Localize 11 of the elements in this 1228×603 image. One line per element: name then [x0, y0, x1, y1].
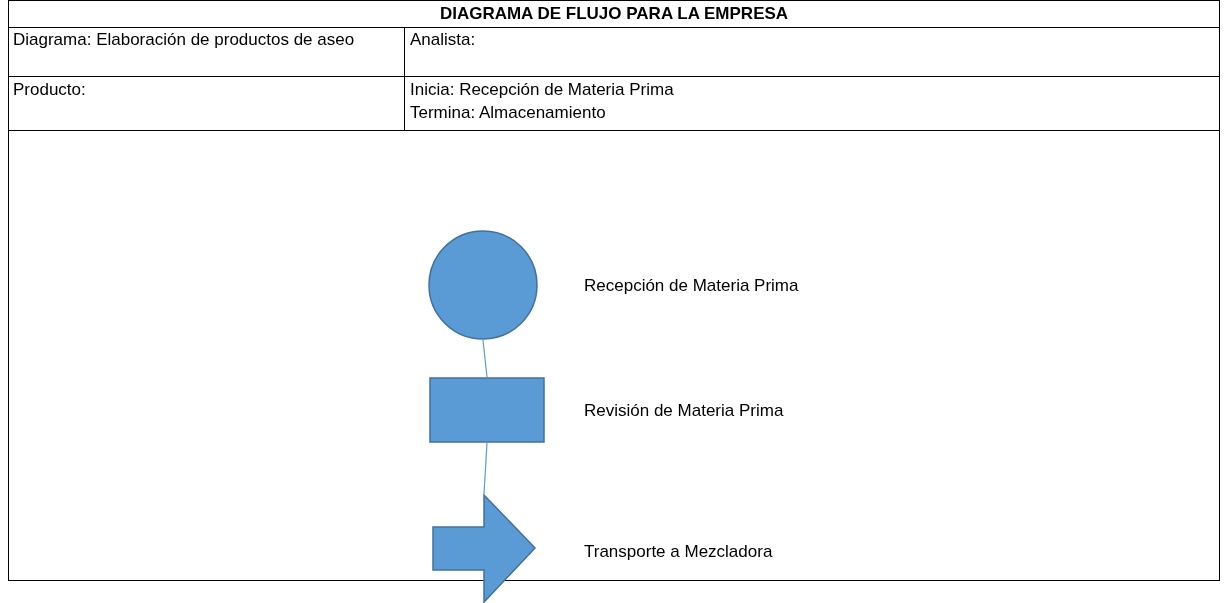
step-label: Recepción de Materia Prima [584, 275, 799, 297]
table-cell-text: Producto: [13, 79, 87, 101]
connector-line [482, 339, 488, 378]
table-cell-text: Termina: Almacenamiento [410, 102, 607, 124]
table-title: DIAGRAMA DE FLUJO PARA LA EMPRESA [438, 3, 790, 25]
connector-line [483, 442, 488, 495]
table-cell-text: Inicia: Recepción de Materia Prima [410, 79, 675, 101]
step-label: Transporte a Mezcladora [584, 541, 773, 563]
step-label: Revisión de Materia Prima [584, 400, 784, 422]
table-cell-text: Diagrama: Elaboración de productos de aseo [13, 29, 356, 51]
table-cell-text: Analista: [410, 29, 477, 51]
